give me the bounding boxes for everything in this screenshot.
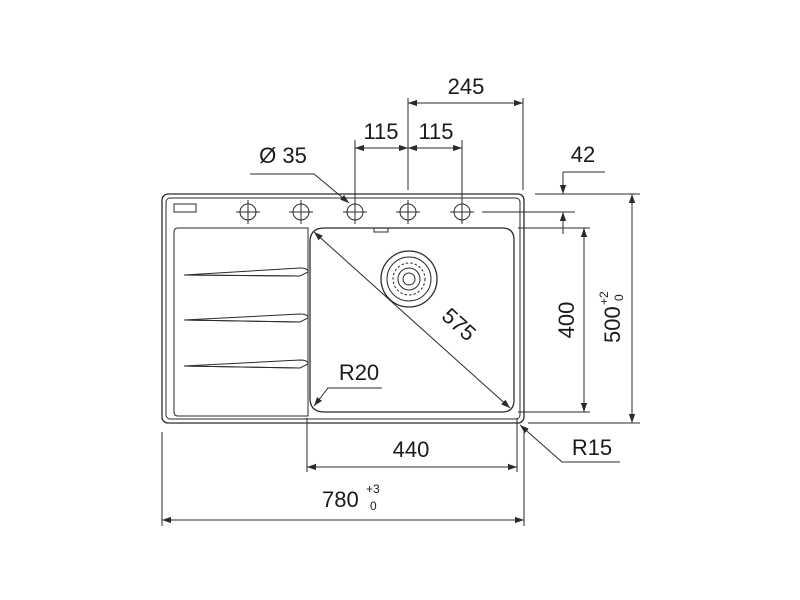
tap-hole [236,200,260,224]
dimension-label: 245 [448,74,485,99]
drainer-groove [183,359,309,369]
tap-hole [450,200,474,224]
dimension-bowl-width: 440 [306,418,518,472]
drainer-groove [183,267,309,277]
brand-plate [173,203,197,213]
dimension-label: 440 [393,437,430,462]
tolerance-lower: 0 [612,294,626,301]
dimension-label: 42 [571,142,595,167]
drainer-area [173,227,309,417]
bowl-outline [309,227,515,413]
dimension-label: 400 [554,302,579,339]
tap-holes [236,200,474,224]
dimension-edge-offset: 42 [482,142,640,234]
tolerance-upper: +2 [597,291,611,305]
dimension-label: 780 [322,487,359,512]
dimension-overall-depth: 500 +2 0 [528,194,640,424]
dimension-label: 115 [363,119,398,144]
dimension-corner-radius: R15 [519,424,620,463]
dimension-label: 575 [437,303,481,346]
dimension-label: R20 [339,360,379,385]
dimension-bowl-depth: 400 [518,227,590,413]
strainer-waste [380,250,438,308]
dimension-tap-hole-diameter: Ø 35 [250,143,350,204]
dimension-label: 500 [600,306,625,343]
inner-edge [165,197,521,420]
tap-hole [289,200,313,224]
dimension-overall-width: 780 +3 0 [161,432,525,526]
tolerance-lower: 0 [370,499,377,513]
dimension-inner-radius: R20 [313,360,382,407]
drainer-groove [183,313,309,323]
dimension-hole-spacing-total: 245 [407,74,524,190]
dimension-hole-spacing-split: 115 115 [354,119,463,200]
dimension-label: R15 [572,435,612,460]
dimension-label: 115 [418,119,453,144]
drainer-outline [173,227,309,417]
tolerance-upper: +3 [366,482,380,496]
tap-hole [343,200,367,224]
outer-edge [161,193,525,424]
dimension-label: Ø 35 [259,143,307,168]
tap-hole [396,200,420,224]
